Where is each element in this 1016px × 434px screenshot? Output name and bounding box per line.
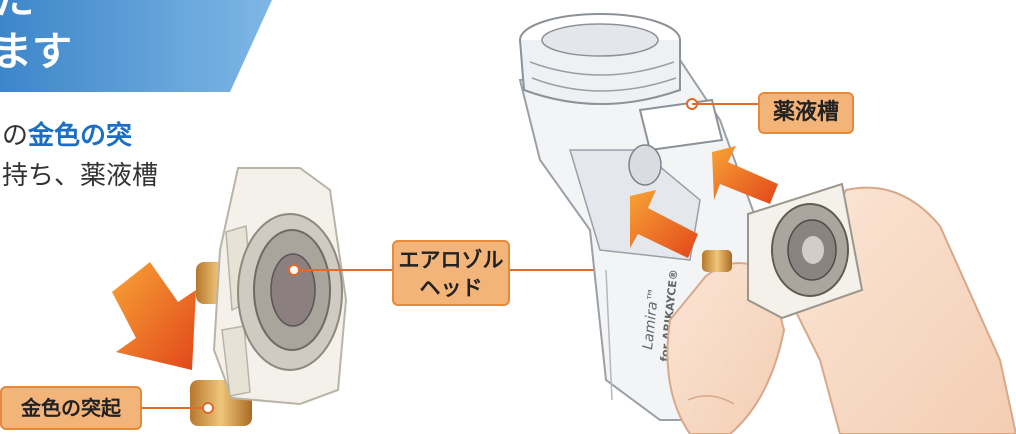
label-aerosol-head-line1: エアロゾル: [394, 246, 508, 274]
label-aerosol-head: エアロゾル ヘッド: [392, 240, 510, 306]
label-aerosol-head-line2: ヘッド: [394, 274, 508, 302]
aerosol-head-closeup: [112, 168, 346, 426]
label-medicine-tank: 薬液槽: [758, 92, 854, 134]
label-gold-protrusion: 金色の突起: [0, 386, 142, 430]
arrow-down-icon: [112, 262, 196, 370]
